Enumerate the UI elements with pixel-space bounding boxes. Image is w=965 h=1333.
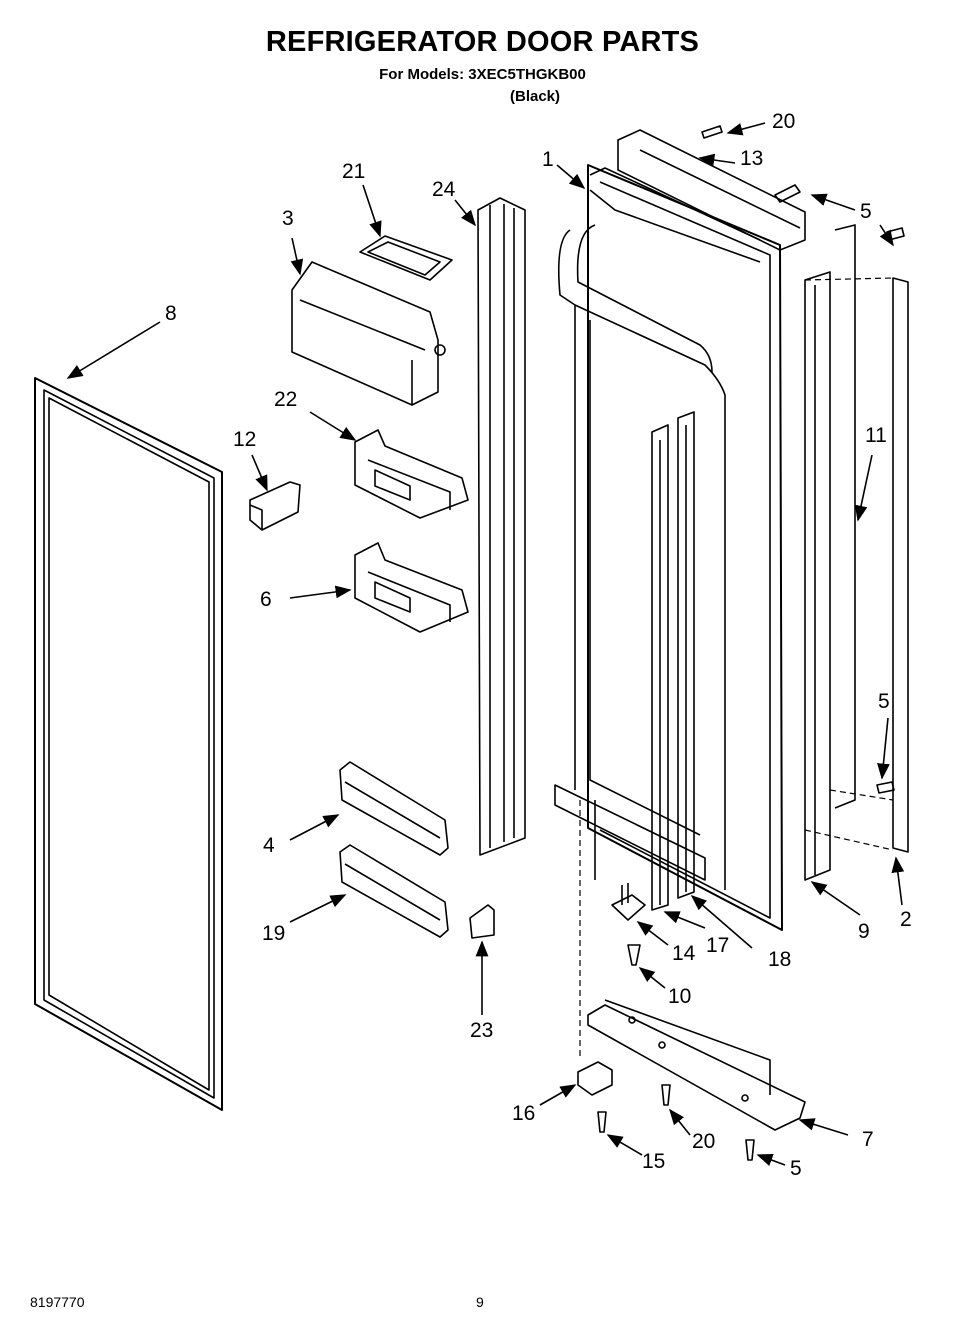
leader-lines bbox=[66, 122, 905, 1167]
callout-19: 19 bbox=[262, 922, 285, 945]
callout-6: 6 bbox=[260, 588, 272, 611]
hinge-part-14 bbox=[611, 883, 646, 921]
callout-22: 22 bbox=[274, 388, 297, 411]
color-line: (Black) bbox=[510, 88, 561, 105]
tray-part-21 bbox=[359, 235, 453, 281]
screw-part-5-upper-right bbox=[886, 227, 905, 241]
callout-4: 4 bbox=[263, 834, 275, 857]
strip-part-17 bbox=[651, 424, 669, 911]
callout-5-bottom: 5 bbox=[790, 1157, 802, 1180]
callout-13: 13 bbox=[740, 147, 763, 170]
screw-part-5-lower-right bbox=[876, 781, 895, 794]
clip-part-12 bbox=[249, 481, 301, 531]
callout-2: 2 bbox=[900, 908, 912, 931]
callout-5-top: 5 bbox=[860, 200, 872, 223]
top-trim-part-13 bbox=[617, 129, 806, 251]
callout-12: 12 bbox=[233, 428, 256, 451]
strip-part-18 bbox=[677, 411, 695, 899]
callout-21: 21 bbox=[342, 160, 365, 183]
block-part-16 bbox=[577, 1061, 613, 1096]
shelf-part-19 bbox=[339, 844, 449, 938]
callout-18: 18 bbox=[768, 948, 791, 971]
clip-part-23 bbox=[469, 904, 495, 939]
callout-9: 9 bbox=[858, 920, 870, 943]
part-number: 8197770 bbox=[30, 1294, 85, 1310]
callout-labels: 20 13 1 21 24 5 3 8 22 11 12 6 5 4 19 14… bbox=[165, 110, 912, 1180]
breaker-strip-part-24 bbox=[477, 197, 526, 856]
callout-14: 14 bbox=[672, 942, 696, 965]
door-bin-part-6 bbox=[354, 542, 469, 633]
page-title: REFRIGERATOR DOOR PARTS bbox=[265, 26, 700, 58]
callout-7: 7 bbox=[862, 1128, 874, 1151]
dairy-door-part-3 bbox=[291, 261, 446, 406]
side-panel-part-2 bbox=[892, 277, 909, 853]
page-number: 9 bbox=[476, 1294, 484, 1310]
door-gasket-part-8 bbox=[34, 377, 223, 1111]
callout-10: 10 bbox=[668, 985, 691, 1008]
callout-23: 23 bbox=[470, 1019, 493, 1042]
shelf-part-4 bbox=[339, 761, 449, 856]
screw-part-20-top bbox=[701, 125, 723, 139]
screw-part-15 bbox=[597, 1111, 607, 1133]
callout-5-middle: 5 bbox=[878, 690, 890, 713]
callout-20-bottom: 20 bbox=[692, 1130, 715, 1153]
callout-1: 1 bbox=[542, 148, 554, 171]
callout-17: 17 bbox=[706, 934, 729, 957]
callout-3: 3 bbox=[282, 207, 294, 230]
screw-part-10 bbox=[627, 944, 641, 966]
callout-16: 16 bbox=[512, 1102, 535, 1125]
callout-11: 11 bbox=[865, 424, 887, 447]
bottom-bracket-part-7 bbox=[587, 999, 806, 1131]
callout-20-top: 20 bbox=[772, 110, 795, 133]
models-line: For Models: 3XEC5THGKB00 bbox=[379, 66, 586, 83]
callout-15: 15 bbox=[642, 1150, 665, 1173]
assembly-guides bbox=[579, 277, 894, 1060]
callout-24: 24 bbox=[432, 178, 456, 201]
door-bin-part-22 bbox=[354, 429, 469, 519]
screw-part-5-top bbox=[774, 184, 801, 203]
side-panel-part-11 bbox=[804, 271, 831, 881]
screw-part-20-bottom bbox=[661, 1084, 671, 1106]
screw-part-5-bottom bbox=[745, 1139, 755, 1161]
callout-8: 8 bbox=[165, 302, 177, 325]
side-panel-part-9 bbox=[834, 224, 856, 809]
